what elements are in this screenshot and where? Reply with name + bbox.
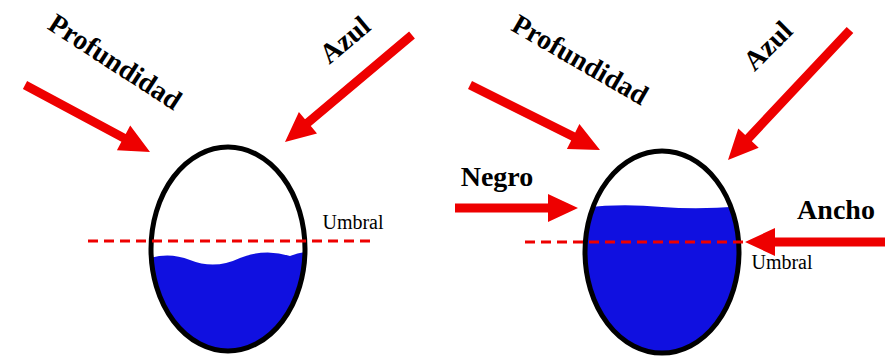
threshold-line [88,240,372,243]
threshold-label: Umbral [751,252,812,272]
arrow-label: Negro [461,163,534,191]
red-arrow [468,81,600,150]
arrow-label: Profundidad [44,9,187,115]
egg-outline [585,151,739,353]
egg-outline [151,147,305,351]
red-arrow [23,81,150,152]
water [580,205,745,356]
arrow-label: Ancho [797,196,875,224]
red-arrow [455,194,578,222]
arrow-label: Profundidad [507,10,653,110]
threshold-label: Umbral [322,212,383,232]
arrow-label: Azul [738,16,797,75]
arrow-label: Azul [315,11,376,68]
